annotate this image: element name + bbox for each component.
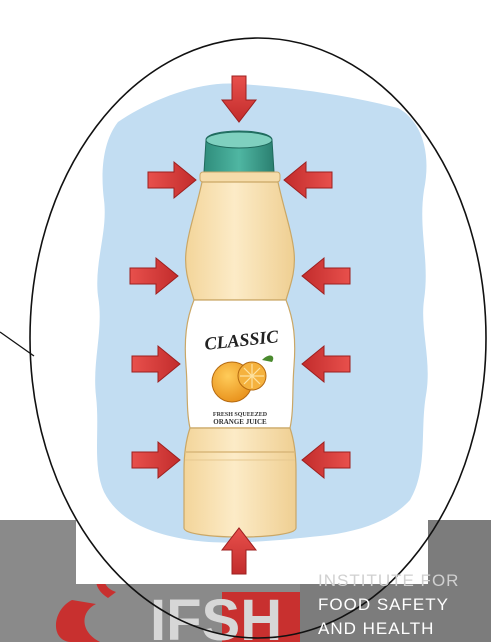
bottle-upper (186, 182, 295, 300)
label-line2: ORANGE JUICE (213, 418, 267, 426)
logo-text-line1: INSTITUTE FOR (318, 572, 459, 590)
connector-line (0, 332, 34, 356)
logo-text-line3: AND HEALTH (318, 620, 434, 638)
bottle-cap-top (206, 132, 272, 148)
juice-bottle: CLASSIC FRESH SQUEEZED ORANGE JUICE (184, 131, 296, 537)
logo-text-line2: FOOD SAFETY (318, 596, 449, 614)
bottle-ring (200, 172, 280, 182)
bottle-lower (184, 428, 296, 537)
